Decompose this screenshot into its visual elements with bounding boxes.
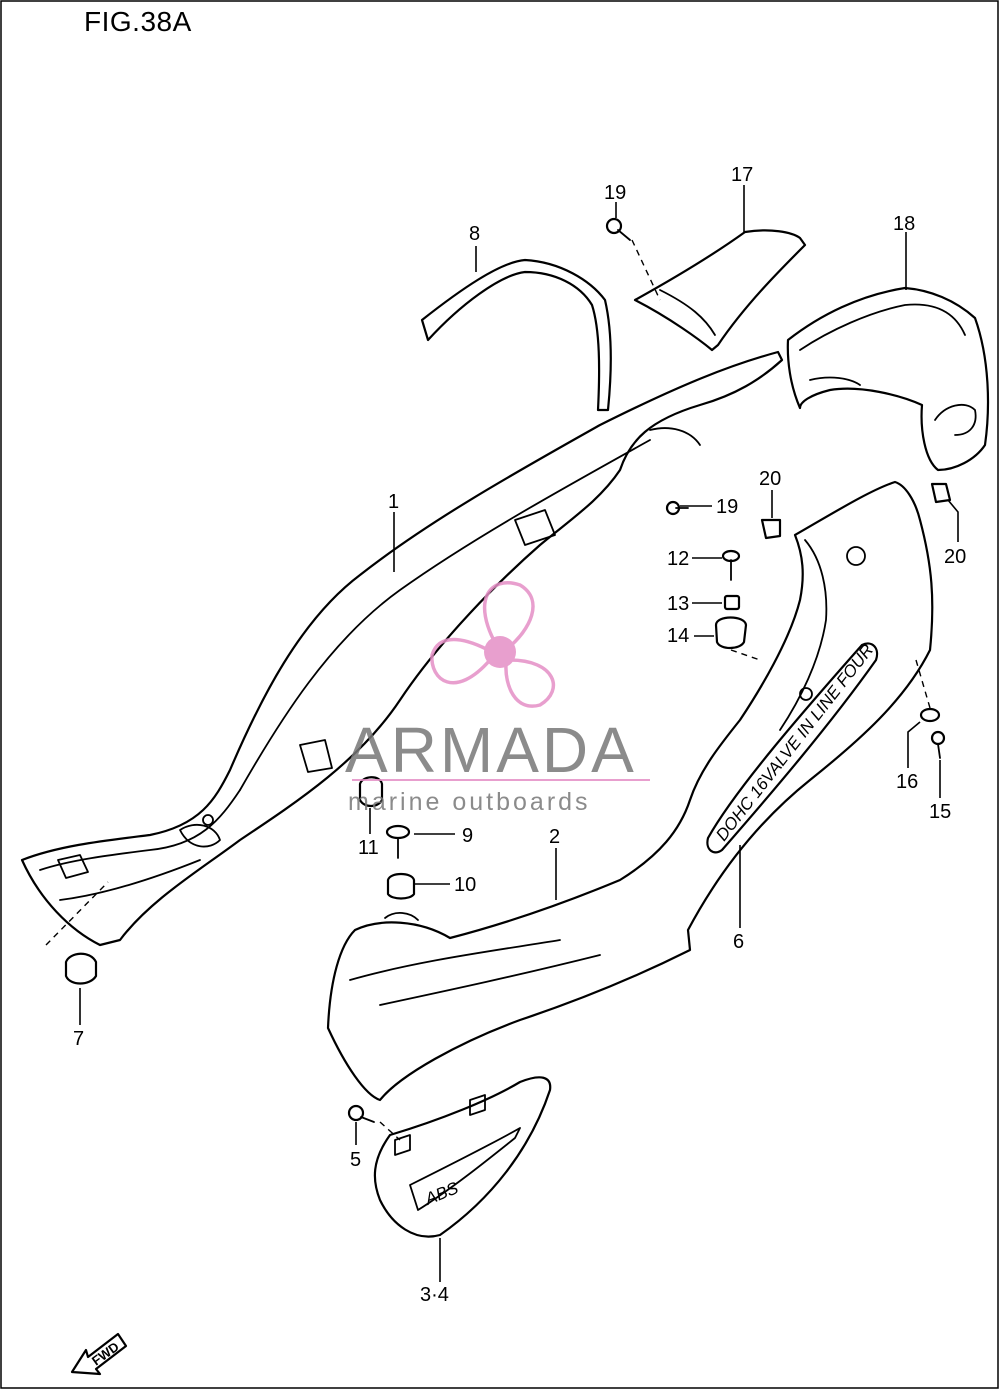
part-8-grab-rail <box>420 258 612 412</box>
part-14-cushion <box>714 616 748 650</box>
propeller-icon <box>430 581 556 708</box>
callout-labels: 1 2 3·4 5 6 7 8 9 10 11 12 13 14 15 16 1… <box>73 164 966 1306</box>
callout-6: 6 <box>733 931 744 953</box>
callout-16: 16 <box>896 771 918 793</box>
part-5-screw <box>347 1104 375 1123</box>
part-3-4-side-panel: ABS <box>373 1076 552 1238</box>
callout-18: 18 <box>893 213 915 235</box>
part-19-screw-top <box>605 217 631 241</box>
callout-5: 5 <box>350 1149 361 1171</box>
callout-14: 14 <box>667 625 689 647</box>
callout-8: 8 <box>469 223 480 245</box>
part-17-rear-panel <box>633 229 807 352</box>
part-2-side-cover <box>326 480 934 1102</box>
callout-10: 10 <box>454 874 476 896</box>
watermark-tagline: marine outboards <box>348 788 591 816</box>
assembly-lines <box>45 239 931 1141</box>
part-16-washer <box>919 707 941 723</box>
callout-9: 9 <box>462 825 473 847</box>
part-9-rivet <box>385 824 411 859</box>
part-12-screw <box>721 549 741 581</box>
part-19-screw-mid <box>665 500 689 516</box>
fwd-arrow-icon: FWD <box>70 1332 128 1376</box>
part-11-cushion <box>358 776 384 808</box>
part-13-collar <box>723 594 741 611</box>
part-7-grommet <box>64 952 98 985</box>
figure-title: FIG.38A <box>84 6 192 37</box>
callout-2: 2 <box>549 826 560 848</box>
fasteners <box>64 217 952 1123</box>
callout-19-top: 19 <box>604 182 626 204</box>
callout-11: 11 <box>358 837 379 859</box>
callout-19-mid: 19 <box>716 496 738 518</box>
watermark-brand: ARMADA <box>345 714 637 786</box>
callout-17: 17 <box>731 164 753 186</box>
part-10-grommet <box>386 872 416 900</box>
callout-1: 1 <box>388 491 399 513</box>
part-20-clip-top <box>760 518 782 540</box>
callout-13: 13 <box>667 593 689 615</box>
callout-3-4: 3·4 <box>420 1284 449 1306</box>
callout-12: 12 <box>667 548 689 570</box>
part-1-frame-cover <box>20 350 784 947</box>
part-18-tail-cover <box>786 286 990 472</box>
leader-lines <box>79 185 959 1282</box>
callout-7: 7 <box>73 1028 84 1050</box>
callout-20-right: 20 <box>944 546 966 568</box>
callout-20-top: 20 <box>759 468 781 490</box>
watermark: ARMADA marine outboards <box>345 581 650 816</box>
part-15-bolt <box>930 730 946 759</box>
callout-15: 15 <box>929 801 951 823</box>
part-20-clip-right <box>930 482 952 504</box>
